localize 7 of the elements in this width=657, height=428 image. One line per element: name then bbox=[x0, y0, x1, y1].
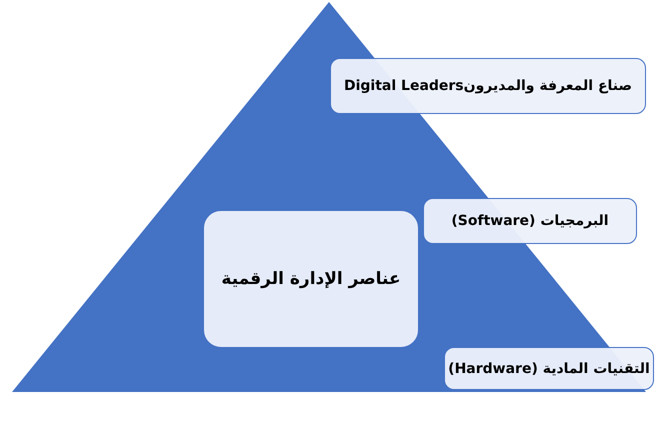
box-label: البرمجيات (Software) bbox=[451, 213, 609, 229]
box-label: صناع المعرفة والمديرونDigital Leaders bbox=[344, 78, 632, 94]
box-label: التقنيات المادية (Hardware) bbox=[448, 360, 650, 376]
leader-label-box bbox=[330, 58, 646, 114]
center-box bbox=[203, 210, 419, 348]
box-label: عناصر الإدارة الرقمية bbox=[221, 269, 401, 289]
software-label-box bbox=[423, 198, 637, 244]
